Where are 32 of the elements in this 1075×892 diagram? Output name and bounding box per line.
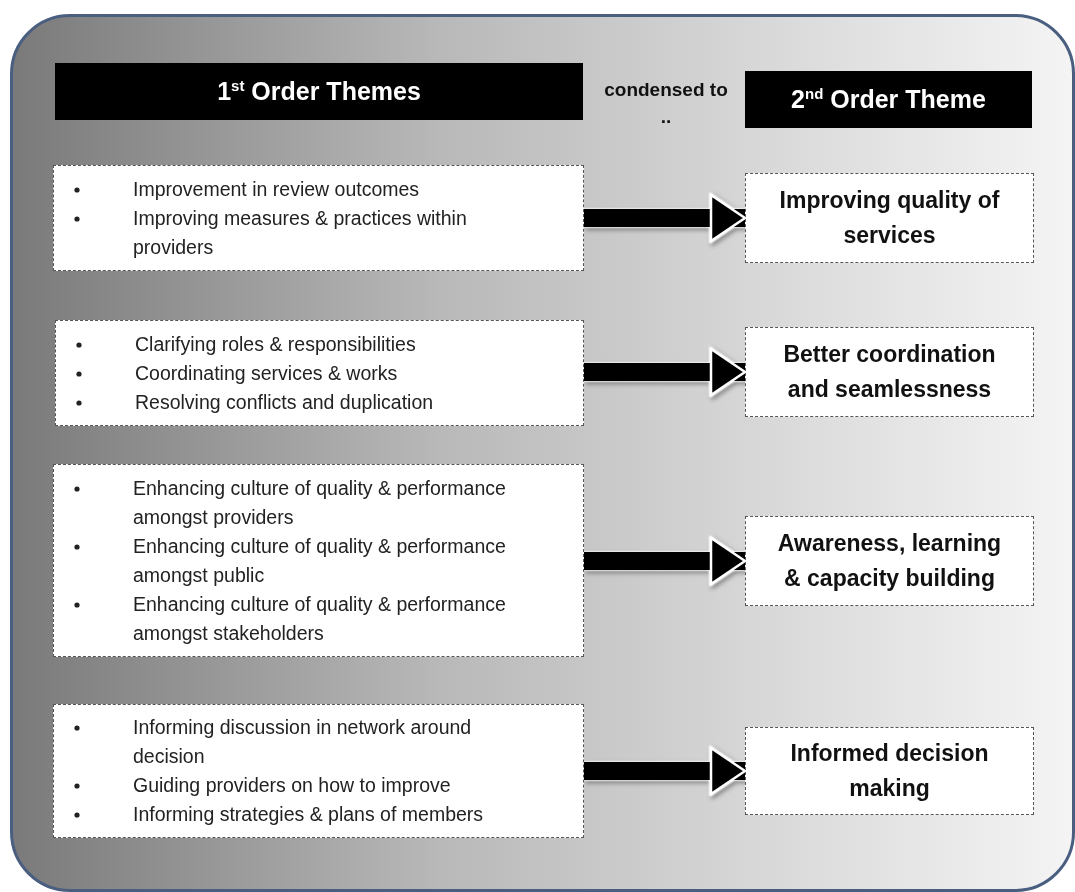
list-item-text: Enhancing culture of quality & performance amongst public (133, 534, 506, 586)
list-item-text: Improvement in review outcomes (133, 177, 420, 200)
block-arrow (584, 536, 747, 586)
theme-box (745, 516, 1034, 606)
header-text: 1$^{st}$ Order Themes (217, 76, 421, 107)
header-text: 2$^{nd}$ Order Theme (791, 84, 986, 115)
list-item-text: Guiding providers on how to improve (133, 774, 451, 796)
theme-list-box (55, 320, 584, 426)
block-arrow (584, 193, 747, 243)
list-item-text: Informing strategies & plans of members (133, 803, 484, 825)
theme-box (745, 173, 1034, 263)
theme-text: Better coordination and seamlessness (782, 340, 997, 404)
list-item-text: Clarifying roles & responsibilities (135, 332, 416, 355)
theme-text: Informed decision making (789, 739, 990, 803)
list-item-text: Resolving conflicts and duplication (135, 390, 434, 413)
block-arrow (584, 746, 747, 796)
theme-text: Improving quality of services (778, 186, 1001, 250)
column-header (55, 63, 583, 120)
theme-list-box (53, 704, 584, 838)
list-item-text: Enhancing culture of quality & performance amongst stakeholders (133, 592, 506, 644)
list-item-text: Informing discussion in network around decision (133, 716, 472, 767)
list-item-text: Enhancing culture of quality & performance amongst providers (133, 476, 506, 528)
list-item-text: Coordinating services & works (135, 361, 398, 384)
list-item-text: Improving measures & practices within providers (133, 206, 467, 258)
theme-list-box (53, 165, 584, 271)
theme-box (745, 727, 1034, 815)
theme-list-box (53, 464, 584, 657)
theme-box (745, 327, 1034, 417)
column-header (745, 71, 1032, 128)
theme-text: Awareness, learning & capacity building (776, 529, 1003, 593)
block-arrow (584, 347, 747, 397)
connector-note: condensed to .. (603, 78, 729, 129)
